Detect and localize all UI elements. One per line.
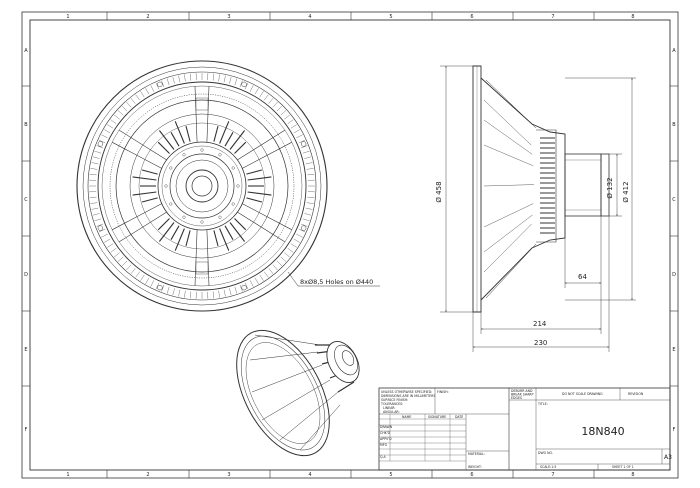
col-label-top: 7	[551, 14, 554, 20]
weight-label: WEIGHT:	[468, 465, 482, 469]
row-label-left: C	[24, 197, 28, 203]
row-label-right: F	[673, 427, 676, 433]
revision-label: REVISION	[628, 392, 644, 396]
col-label-bottom: 3	[227, 472, 230, 478]
row-label-left: E	[24, 347, 27, 353]
magnet-bolts	[164, 148, 240, 224]
approval-row-label: CHK'D	[380, 431, 391, 435]
approval-row-label: MFG	[380, 443, 388, 447]
deburr-note-line: BREAK SHARP	[511, 393, 534, 397]
tolerance-note-line: DIMENSIONS ARE IN MILLIMETERS	[381, 394, 435, 398]
basket-side-ribs	[483, 99, 535, 273]
row-label-left: A	[24, 48, 28, 54]
motor-cooling-fins	[132, 121, 272, 251]
dim-mount-depth: 214	[533, 320, 547, 328]
holes-leader-line	[287, 271, 299, 287]
col-label-bottom: 4	[308, 472, 311, 478]
border-row-labels: A B C D E F A B C D E F	[24, 48, 676, 433]
approval-row-label: DRAWN	[380, 425, 393, 429]
holes-note: 8xØ8,5 Holes on Ø440	[300, 278, 373, 286]
row-label-left: B	[24, 122, 28, 128]
border-column-labels: 1 2 3 4 5 6 7 8 1 2 3 4 5 6 7 8	[66, 14, 634, 478]
material-label: MATERIAL:	[468, 452, 485, 456]
approval-row-label: APPV'D	[380, 437, 392, 441]
title-block: UNLESS OTHERWISE SPECIFIED: DIMENSIONS A…	[378, 387, 672, 471]
col-label-top: 2	[146, 14, 149, 20]
row-label-right: C	[672, 197, 676, 203]
tolerance-note-line: SURFACE FINISH:	[381, 398, 408, 402]
scale-label: SCALE:1:5	[540, 465, 556, 469]
row-label-right: D	[672, 272, 676, 278]
col-label-top: 1	[66, 14, 69, 20]
row-label-right: A	[672, 48, 676, 54]
side-view	[472, 65, 610, 313]
title-label: TITLE:	[537, 402, 548, 406]
col-label-top: 5	[389, 14, 392, 20]
dwg-no-label: DWG NO.	[538, 451, 553, 455]
do-not-scale-note: DO NOT SCALE DRAWING	[562, 392, 603, 396]
col-label-top: 4	[308, 14, 311, 20]
sheet-size: A3	[664, 454, 672, 461]
deburr-note-line: DEBURR AND	[511, 389, 533, 393]
sheet-count-label: SHEET 1 OF 1	[612, 465, 634, 469]
tolerance-note-line: TOLERANCES:	[380, 402, 403, 406]
row-label-left: D	[24, 272, 28, 278]
dim-magnet-diameter: Ø 132	[606, 177, 614, 198]
front-view	[76, 60, 380, 312]
border-zone-ticks	[22, 12, 678, 478]
tolerance-note-line: ANGULAR:	[383, 410, 400, 414]
dim-bolt-circle: Ø 412	[622, 181, 630, 202]
dimension-lines	[440, 65, 636, 352]
col-header-date: DATE	[455, 415, 463, 419]
isometric-view	[236, 329, 360, 457]
mounting-holes	[97, 81, 307, 291]
col-label-bottom: 1	[66, 472, 69, 478]
row-label-left: F	[25, 427, 28, 433]
col-label-bottom: 6	[470, 472, 473, 478]
dim-outer-diameter: Ø 458	[435, 181, 443, 202]
col-label-bottom: 7	[551, 472, 554, 478]
dim-total-depth: 230	[534, 339, 547, 347]
deburr-note-line: EDGES	[511, 396, 522, 400]
finish-label: FINISH:	[437, 390, 449, 394]
col-label-bottom: 8	[631, 472, 634, 478]
col-label-top: 8	[631, 14, 634, 20]
row-label-right: E	[672, 347, 675, 353]
basket-rim-ribs	[89, 73, 315, 299]
tolerance-note-line: UNLESS OTHERWISE SPECIFIED:	[381, 390, 432, 394]
col-label-bottom: 2	[146, 472, 149, 478]
dim-magnet-depth: 64	[578, 273, 587, 281]
col-header-name: NAME	[402, 415, 411, 419]
col-label-top: 6	[470, 14, 473, 20]
tolerance-note-line: LINEAR:	[383, 406, 396, 410]
col-header-signature: SIGNATURE	[428, 415, 446, 419]
drawing-title: 18N840	[581, 425, 624, 438]
approval-row-label: Q.A	[380, 455, 387, 459]
col-label-top: 3	[227, 14, 230, 20]
col-label-bottom: 5	[389, 472, 392, 478]
sheet-border	[21, 11, 679, 479]
motor-side-fins	[540, 137, 555, 234]
row-label-right: B	[672, 122, 676, 128]
